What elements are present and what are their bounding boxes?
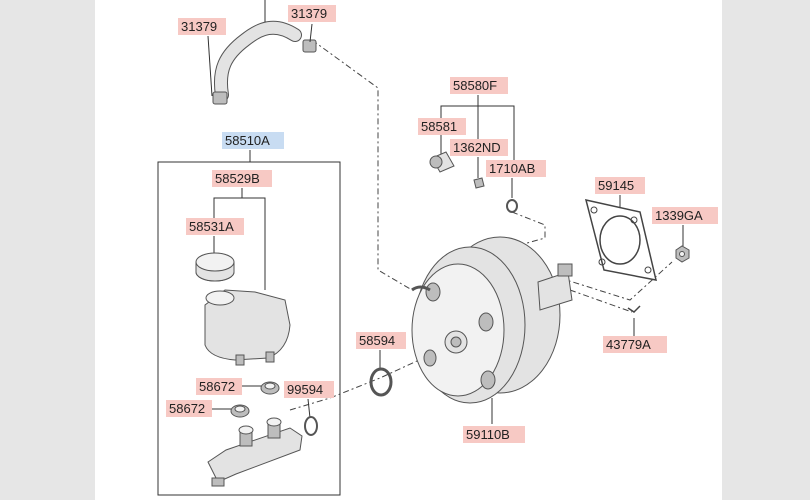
vacuum-line-dash [311, 39, 413, 291]
gasket-line-dash [559, 261, 673, 301]
vacuum-hose [213, 20, 302, 102]
label-seal-ring: 58594 [356, 332, 406, 349]
label-brake-booster: 59110B [463, 426, 525, 443]
label-grommet-valve: 1362ND [450, 139, 508, 156]
label-text: 59110B [466, 427, 510, 442]
label-hose-clip-right: 31379 [288, 5, 336, 22]
hose-clip-right-icon [302, 39, 317, 53]
master-cylinder-assembly-box [157, 161, 341, 496]
leader-31379-left [207, 35, 213, 97]
reservoir-cap-icon [195, 252, 235, 282]
valve-line-dash [511, 211, 546, 246]
label-text: 58510A [225, 133, 270, 148]
label-text: 1339GA [655, 208, 703, 223]
reservoir-tank-icon [204, 289, 291, 366]
label-text: 58672 [169, 401, 205, 416]
label-text: 99594 [287, 382, 323, 397]
master-cylinder-body-icon [207, 417, 303, 487]
label-o-ring: 99594 [284, 381, 334, 398]
label-text: 31379 [291, 6, 327, 21]
label-text: 43779A [606, 337, 651, 352]
label-grommet-lower: 58672 [166, 400, 212, 417]
label-text: 58672 [199, 379, 235, 394]
label-reservoir-cap: 58531A [186, 218, 244, 235]
label-text: 59145 [598, 178, 634, 193]
hose-clip-left-icon [212, 91, 228, 105]
left-margin [0, 0, 95, 500]
label-text: 1362ND [453, 140, 501, 155]
label-text: 58580F [453, 78, 497, 93]
label-text: 58529B [215, 171, 260, 186]
check-valve-icon [429, 151, 455, 173]
nut-icon [675, 245, 690, 263]
grommet-upper-icon [260, 381, 280, 395]
label-text: 58594 [359, 333, 395, 348]
label-check-valve-set: 58580F [450, 77, 508, 94]
label-text: 58581 [421, 119, 457, 134]
label-hose-clip-left: 31379 [178, 18, 226, 35]
valve-washer-icon [506, 199, 518, 213]
label-text: 58531A [189, 219, 234, 234]
grommet-lower-icon [230, 404, 250, 418]
o-ring-icon [304, 416, 318, 436]
label-master-cylinder-assy: 58510A [222, 132, 284, 149]
pin-line-dash [569, 289, 633, 313]
label-text: 31379 [181, 19, 217, 34]
clevis-pin-icon [627, 305, 641, 313]
valve-grommet-icon [473, 177, 485, 189]
label-check-valve: 58581 [418, 118, 466, 135]
seal-ring-icon [369, 367, 393, 397]
gasket-icon [584, 199, 657, 281]
label-gasket: 59145 [595, 177, 645, 194]
leader-58529b [213, 188, 266, 290]
leader-31379-right [309, 23, 313, 43]
label-grommet-upper: 58672 [196, 378, 242, 395]
right-margin [722, 0, 810, 500]
leader-99594 [307, 398, 311, 419]
brake-booster-icon [411, 236, 573, 404]
label-clevis-pin: 43779A [603, 336, 667, 353]
label-nut: 1339GA [652, 207, 718, 224]
label-text: 1710AB [489, 161, 535, 176]
label-washer-valve: 1710AB [486, 160, 546, 177]
label-reservoir-assy: 58529B [212, 170, 272, 187]
